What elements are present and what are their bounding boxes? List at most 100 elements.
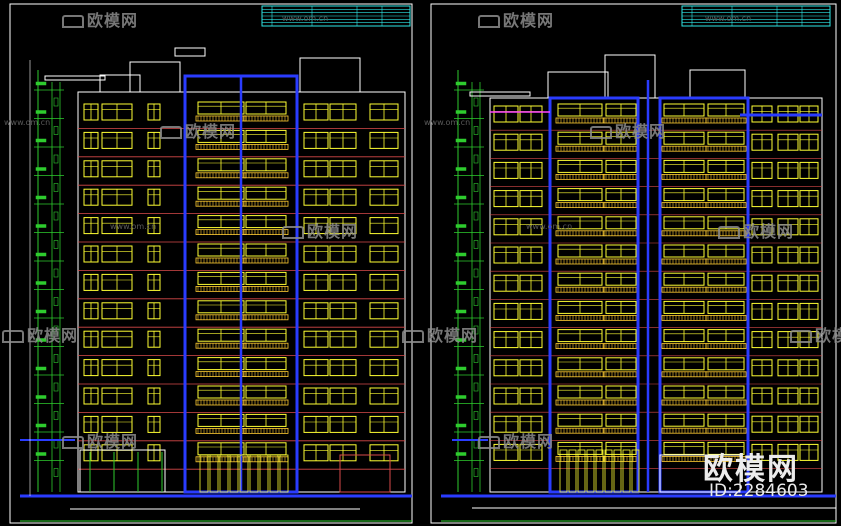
logo-icon bbox=[478, 15, 500, 28]
roof-parapet bbox=[99, 74, 141, 93]
building-elevation bbox=[441, 54, 836, 522]
image-id-label: ID:2284603 bbox=[709, 481, 809, 501]
watermark-logo: 欧模网 bbox=[790, 322, 841, 346]
watermark-logo: 欧模网 bbox=[590, 118, 666, 142]
elevation-mark bbox=[455, 452, 467, 456]
balcony-rail bbox=[243, 115, 289, 122]
watermark-url: www.om.cn bbox=[526, 222, 573, 231]
entrance-panel bbox=[279, 454, 289, 493]
entrance-panel bbox=[613, 449, 622, 493]
elevation-mark bbox=[455, 138, 467, 143]
logo-icon bbox=[478, 436, 500, 449]
shop-panel bbox=[339, 454, 391, 493]
logo-icon bbox=[718, 226, 740, 239]
dimension-glyph bbox=[53, 297, 59, 306]
dimension-glyph bbox=[473, 240, 479, 249]
balcony-rail bbox=[243, 172, 289, 179]
elevation-sheet-left bbox=[9, 3, 413, 524]
elevation-mark bbox=[35, 167, 47, 171]
brand-name: 欧模网 bbox=[703, 452, 799, 487]
watermark-text: 欧模网 bbox=[503, 11, 555, 30]
watermark-logo: 欧模网 bbox=[282, 218, 358, 242]
elevation-mark bbox=[455, 224, 467, 228]
dimension-glyph bbox=[473, 468, 479, 477]
watermark-url: www.om.cn bbox=[4, 118, 51, 127]
dimension-glyph bbox=[53, 97, 59, 107]
shop-panel bbox=[659, 454, 741, 493]
dimension-glyph bbox=[473, 382, 479, 392]
balcony-rail bbox=[243, 229, 289, 236]
dimension-glyph bbox=[473, 97, 479, 107]
dimension-column bbox=[34, 70, 64, 492]
elevation-mark bbox=[455, 167, 467, 171]
stair-tower bbox=[299, 57, 361, 93]
logo-icon bbox=[2, 330, 24, 343]
watermark-text: 欧模网 bbox=[87, 11, 139, 30]
elevation-mark bbox=[455, 110, 467, 114]
watermark-text: 欧模网 bbox=[503, 432, 555, 451]
watermark-logo: 欧模网 bbox=[478, 428, 554, 452]
entrance-panel bbox=[269, 454, 279, 493]
logo-icon bbox=[590, 126, 612, 139]
balcony-rail bbox=[243, 285, 289, 292]
dimension-glyph bbox=[473, 325, 479, 335]
facade-outline bbox=[489, 97, 823, 493]
watermark-logo: 欧模网 bbox=[62, 7, 138, 31]
elevation-mark bbox=[35, 138, 47, 143]
dimension-glyph bbox=[53, 354, 59, 363]
balcony-rail bbox=[243, 427, 289, 434]
logo-icon bbox=[62, 15, 84, 28]
elevation-mark bbox=[35, 366, 47, 371]
balcony-rail bbox=[243, 399, 289, 406]
watermark-text: 欧模网 bbox=[743, 222, 795, 241]
elevation-mark bbox=[35, 195, 47, 200]
watermark-text: 欧模网 bbox=[87, 432, 139, 451]
storefront bbox=[79, 449, 166, 493]
watermark-logo: 欧模网 bbox=[62, 428, 138, 452]
elevation-mark bbox=[35, 110, 47, 114]
elevation-mark bbox=[35, 81, 47, 86]
entrance-panel bbox=[259, 454, 269, 493]
elevation-mark bbox=[455, 395, 467, 399]
logo-icon bbox=[282, 226, 304, 239]
entrance-panel bbox=[229, 454, 239, 493]
balcony-rail bbox=[243, 143, 289, 150]
roof-slab bbox=[44, 75, 106, 81]
elevation-mark bbox=[35, 252, 47, 257]
watermark-url: www.om.cn bbox=[110, 222, 157, 231]
elevation-mark bbox=[35, 423, 47, 428]
balcony-rail bbox=[243, 371, 289, 378]
elevation-mark bbox=[35, 338, 47, 342]
entrance-panel bbox=[622, 449, 631, 493]
watermark-logo: 欧模网 bbox=[2, 322, 78, 346]
dimension-glyph bbox=[473, 354, 479, 363]
dimension-glyph bbox=[473, 154, 479, 164]
building-elevation bbox=[20, 47, 412, 522]
watermark-logo: 欧模网 bbox=[402, 322, 478, 346]
roof-cap bbox=[174, 47, 206, 57]
dimension-glyph bbox=[473, 126, 479, 135]
watermark-logo: 欧模网 bbox=[478, 7, 554, 31]
watermark-url: www.om.cn bbox=[424, 118, 471, 127]
balcony-rail bbox=[243, 342, 289, 349]
entrance-panel bbox=[559, 449, 568, 493]
elevation-mark bbox=[35, 224, 47, 228]
entrance-panel bbox=[199, 454, 209, 493]
entrance-panel bbox=[586, 449, 595, 493]
logo-icon bbox=[62, 436, 84, 449]
dimension-glyph bbox=[53, 240, 59, 249]
watermark-logo: 欧模网 bbox=[160, 118, 236, 142]
logo-icon bbox=[402, 330, 424, 343]
entrance-panel bbox=[595, 449, 604, 493]
entrance-panel bbox=[568, 449, 577, 493]
watermark-text: 欧模网 bbox=[427, 326, 479, 345]
dimension-glyph bbox=[53, 411, 59, 420]
dimension-glyph bbox=[53, 183, 59, 192]
dimension-glyph bbox=[53, 468, 59, 477]
watermark-text: 欧模网 bbox=[815, 326, 841, 345]
elevation-mark bbox=[455, 81, 467, 86]
dimension-glyph bbox=[473, 211, 479, 221]
dimension-glyph bbox=[473, 411, 479, 420]
watermark-url: www.om.cn bbox=[282, 14, 329, 23]
